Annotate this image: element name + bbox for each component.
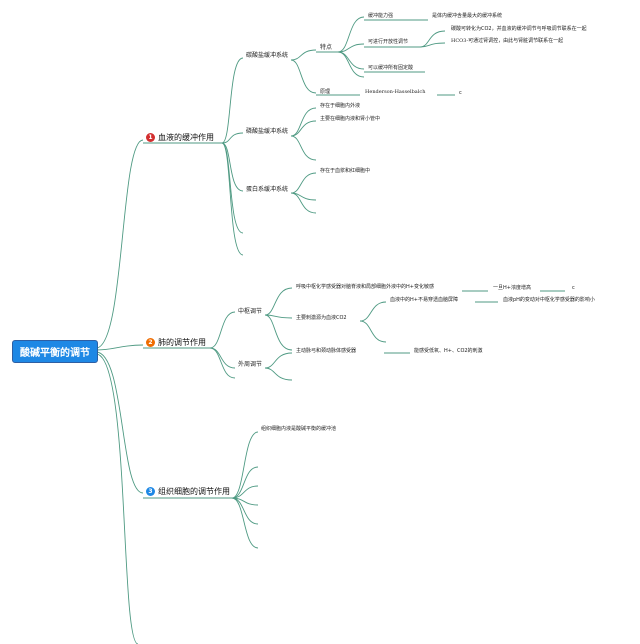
number-badge: 3 (146, 487, 155, 496)
node-central-a2[interactable]: 一旦H+浓度增高 (493, 285, 531, 291)
node-peripheral-a[interactable]: 主动脉弓和颈动脉体感受器 (296, 348, 357, 354)
node-open-regulation[interactable]: 可进行开放性调节 (368, 39, 409, 45)
branch-lung-regulation[interactable]: 2 肺的调节作用 (146, 338, 206, 347)
number-badge: 1 (146, 133, 155, 142)
node-peripheral-regulation[interactable]: 外周调节 (238, 361, 263, 368)
root-topic[interactable]: 酸碱平衡的调节 (12, 340, 98, 363)
node-carbonate-system[interactable]: 碳酸盐缓冲系统 (246, 52, 289, 59)
node-hco3-kidney[interactable]: HCO3-可通过肾调控，由此与肾脏调节联系在一起 (451, 38, 564, 44)
node-hh-end[interactable]: c (459, 90, 462, 96)
node-tissue-a[interactable]: 组织细胞内液是酸碱平衡的缓冲池 (261, 426, 337, 432)
branch-label: 血液的缓冲作用 (158, 132, 214, 142)
node-strong-buffer[interactable]: 缓冲能力强 (368, 13, 394, 19)
node-phosphate-system[interactable]: 磷酸盐缓冲系统 (246, 128, 289, 135)
node-central-b2[interactable]: 血液pH的变动对中枢化学感受器的影响小 (503, 297, 595, 303)
node-phosphate-a[interactable]: 存在于细胞内外液 (320, 103, 361, 109)
node-protein-a[interactable]: 存在于血浆和红细胞中 (320, 168, 371, 174)
node-central-a[interactable]: 呼吸中枢化学感受器对脑脊液和局部细胞外液中的H+变化敏感 (296, 284, 434, 290)
branch-label: 组织细胞的调节作用 (158, 486, 230, 496)
branch-tissue-cell-regulation[interactable]: 3 组织细胞的调节作用 (146, 487, 230, 496)
node-central-regulation[interactable]: 中枢调节 (238, 308, 263, 315)
branch-blood-buffer[interactable]: 1 血液的缓冲作用 (146, 133, 214, 142)
node-central-b1[interactable]: 血液中的H+不易穿透血脑屏障 (390, 297, 458, 303)
node-central-b[interactable]: 主要刺激源为血液CO2 (296, 315, 347, 321)
node-central-a3[interactable]: c (572, 285, 575, 291)
node-principle[interactable]: 原理 (320, 89, 331, 95)
node-protein-system[interactable]: 蛋白系缓冲系统 (246, 186, 289, 193)
node-features[interactable]: 特点 (320, 44, 333, 51)
branch-label: 肺的调节作用 (158, 337, 206, 347)
node-phosphate-b[interactable]: 主要在细胞内液和肾小管中 (320, 116, 381, 122)
node-strong-buffer-desc[interactable]: 是体内缓冲含量最大的缓冲系统 (432, 13, 503, 19)
node-fixed-acid[interactable]: 可以缓冲所有固定酸 (368, 65, 414, 71)
number-badge: 2 (146, 338, 155, 347)
node-peripheral-a2[interactable]: 能感受低氧、H+、CO2的刺激 (414, 348, 483, 354)
node-henderson-hasselbalch[interactable]: Henderson-Hasselbalch (365, 89, 426, 95)
node-carbonic-acid-co2[interactable]: 碳酸可转化为CO2，并血液的缓冲调节与呼吸调节联系在一起 (451, 26, 587, 32)
